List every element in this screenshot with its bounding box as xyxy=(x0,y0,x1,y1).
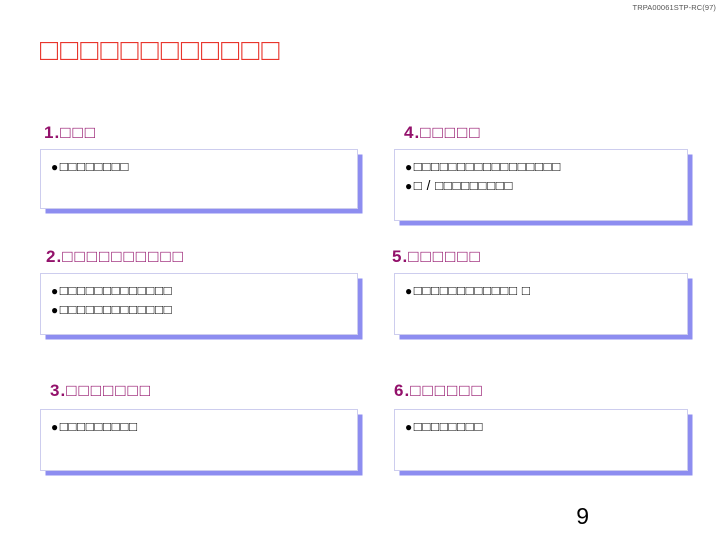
section-4-bullet-list: ●□□□□□□□□□□□□□□□□□ ●□ / □□□□□□□□□ xyxy=(405,157,679,196)
bullet-dot-icon: ● xyxy=(405,419,413,434)
bullet-text: □□□□□□□□□□□□□□□□□ xyxy=(413,158,561,174)
bullet-text: □ / □□□□□□□□□ xyxy=(413,178,514,194)
section-5-heading: 5.□□□□□□ xyxy=(392,247,686,267)
list-item: ●□ / □□□□□□□□□ xyxy=(405,176,679,196)
section-2: 2.□□□□□□□□□□ ●□□□□□□□□□□□□□ ●□□□□□□□□□□□… xyxy=(40,247,358,335)
section-3-bullet-list: ●□□□□□□□□□ xyxy=(51,417,349,437)
bullet-dot-icon: ● xyxy=(405,159,413,174)
list-item: ●□□□□□□□□□□□□ □ xyxy=(405,281,679,301)
bullet-dot-icon: ● xyxy=(405,283,413,298)
section-1-bullet-list: ●□□□□□□□□ xyxy=(51,157,349,177)
section-3-heading-text: □□□□□□□ xyxy=(66,381,153,400)
section-5: 5.□□□□□□ ●□□□□□□□□□□□□ □ xyxy=(392,247,688,335)
page-title: □□□□□□□□□□□□ xyxy=(40,34,282,67)
bullet-dot-icon: ● xyxy=(51,159,59,174)
bullet-dot-icon: ● xyxy=(51,283,59,298)
section-6-heading-text: □□□□□□ xyxy=(410,381,484,400)
section-6-number: 6. xyxy=(394,381,411,400)
bullet-text: □□□□□□□□□□□□□ xyxy=(59,302,173,318)
section-3-number: 3. xyxy=(50,381,67,400)
section-2-content-box: ●□□□□□□□□□□□□□ ●□□□□□□□□□□□□□ xyxy=(40,272,358,335)
section-5-bullet-list: ●□□□□□□□□□□□□ □ xyxy=(405,281,679,301)
document-code-label: TRPA00061STP-RC(97) xyxy=(632,3,716,12)
section-2-heading-text: □□□□□□□□□□ xyxy=(62,247,185,266)
list-item: ●□□□□□□□□□□□□□ xyxy=(51,281,349,301)
bullet-text: □□□□□□□□□□□□□ xyxy=(59,282,173,298)
section-5-number: 5. xyxy=(392,247,409,266)
section-4-content-box: ●□□□□□□□□□□□□□□□□□ ●□ / □□□□□□□□□ xyxy=(394,148,688,221)
section-6: 6.□□□□□□ ●□□□□□□□□ xyxy=(392,381,688,471)
bullet-text: □□□□□□□□ xyxy=(59,158,129,174)
list-item: ●□□□□□□□□□ xyxy=(51,417,349,437)
section-3: 3.□□□□□□□ ●□□□□□□□□□ xyxy=(40,381,358,471)
section-4: 4.□□□□□ ●□□□□□□□□□□□□□□□□□ ●□ / □□□□□□□□… xyxy=(392,123,688,221)
section-3-heading: 3.□□□□□□□ xyxy=(50,381,358,401)
section-5-heading-text: □□□□□□ xyxy=(408,247,482,266)
bullet-text: □□□□□□□□ xyxy=(413,418,483,434)
section-2-heading: 2.□□□□□□□□□□ xyxy=(46,247,358,267)
section-5-content-box: ●□□□□□□□□□□□□ □ xyxy=(394,272,688,335)
section-6-heading: 6.□□□□□□ xyxy=(394,381,686,401)
bullet-text: □□□□□□□□□ xyxy=(59,418,138,434)
section-2-number: 2. xyxy=(46,247,63,266)
list-item: ●□□□□□□□□□□□□□ xyxy=(51,300,349,320)
list-item: ●□□□□□□□□ xyxy=(51,157,349,177)
list-item: ●□□□□□□□□ xyxy=(405,417,679,437)
bullet-dot-icon: ● xyxy=(51,419,59,434)
section-6-bullet-list: ●□□□□□□□□ xyxy=(405,417,679,437)
bullet-dot-icon: ● xyxy=(51,303,59,318)
section-1-heading: 1.□□□ xyxy=(44,123,358,143)
section-1-number: 1. xyxy=(44,123,61,142)
bullet-text: □□□□□□□□□□□□ □ xyxy=(413,282,531,298)
section-4-heading: 4.□□□□□ xyxy=(404,123,686,143)
section-1-heading-text: □□□ xyxy=(60,123,97,142)
section-3-content-box: ●□□□□□□□□□ xyxy=(40,408,358,471)
page-number: 9 xyxy=(576,503,589,529)
section-4-heading-text: □□□□□ xyxy=(420,123,482,142)
section-2-bullet-list: ●□□□□□□□□□□□□□ ●□□□□□□□□□□□□□ xyxy=(51,281,349,320)
section-6-content-box: ●□□□□□□□□ xyxy=(394,408,688,471)
list-item: ●□□□□□□□□□□□□□□□□□ xyxy=(405,157,679,177)
section-4-number: 4. xyxy=(404,123,421,142)
section-1: 1.□□□ ●□□□□□□□□ xyxy=(40,123,358,209)
bullet-dot-icon: ● xyxy=(405,179,413,194)
section-1-content-box: ●□□□□□□□□ xyxy=(40,148,358,209)
